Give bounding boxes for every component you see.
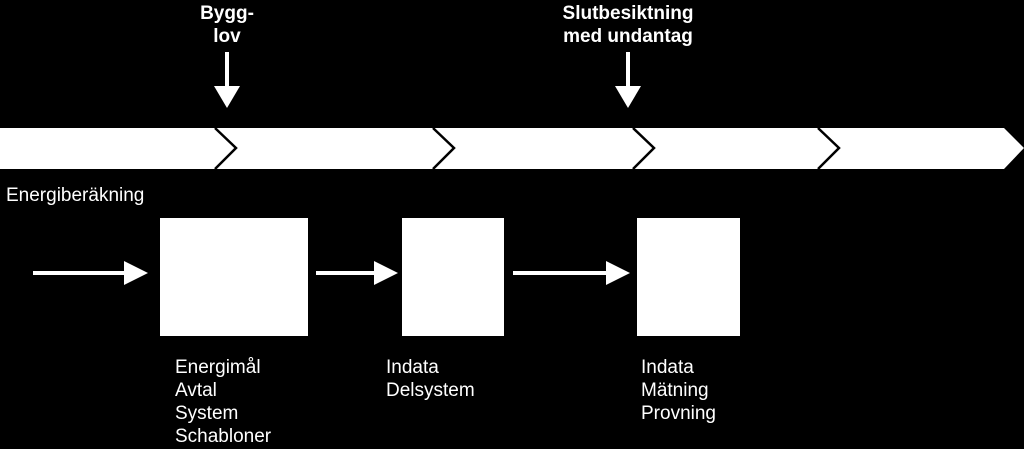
box-label-line: Schabloner bbox=[175, 426, 272, 447]
box-label-line: Delsystem bbox=[386, 380, 475, 401]
milestone-arrow-2 bbox=[615, 52, 641, 108]
timeline-chevron-1 bbox=[214, 127, 238, 170]
milestone-arrow-1 bbox=[214, 52, 240, 108]
box-label-line: Indata bbox=[386, 357, 439, 378]
process-box-3 bbox=[637, 218, 740, 336]
milestone-label-line: lov bbox=[213, 26, 241, 47]
timeline-chevron-3 bbox=[632, 127, 656, 170]
timeline-band bbox=[0, 128, 1024, 169]
box-label-line: Energimål bbox=[175, 357, 261, 378]
process-box-1 bbox=[160, 218, 308, 336]
box-label-line: Provning bbox=[641, 403, 716, 424]
box-label-3: Indata Mätning Provning bbox=[641, 356, 716, 425]
milestone-label-line: Slutbesiktning bbox=[562, 3, 694, 24]
box-label-2: Indata Delsystem bbox=[386, 356, 475, 402]
milestone-label-line: med undantag bbox=[563, 26, 693, 47]
flow-arrow-2 bbox=[316, 261, 398, 285]
milestone-label-line: Bygg- bbox=[200, 3, 254, 24]
flow-arrow-3 bbox=[513, 261, 630, 285]
box-label-1: Energimål Avtal System Schabloner bbox=[175, 356, 271, 448]
flow-arrow-1 bbox=[33, 261, 148, 285]
box-label-line: Mätning bbox=[641, 380, 709, 401]
section-title: Energiberäkning bbox=[6, 185, 145, 206]
timeline-chevron-2 bbox=[432, 127, 456, 170]
box-label-line: System bbox=[175, 403, 239, 424]
box-label-line: Avtal bbox=[175, 380, 217, 401]
timeline-chevron-4 bbox=[817, 127, 841, 170]
milestone-label-bygglov: Bygg- lov bbox=[187, 2, 267, 48]
milestone-label-slutbesiktning: Slutbesiktning med undantag bbox=[548, 2, 708, 48]
process-box-2 bbox=[402, 218, 504, 336]
box-label-line: Indata bbox=[641, 357, 694, 378]
